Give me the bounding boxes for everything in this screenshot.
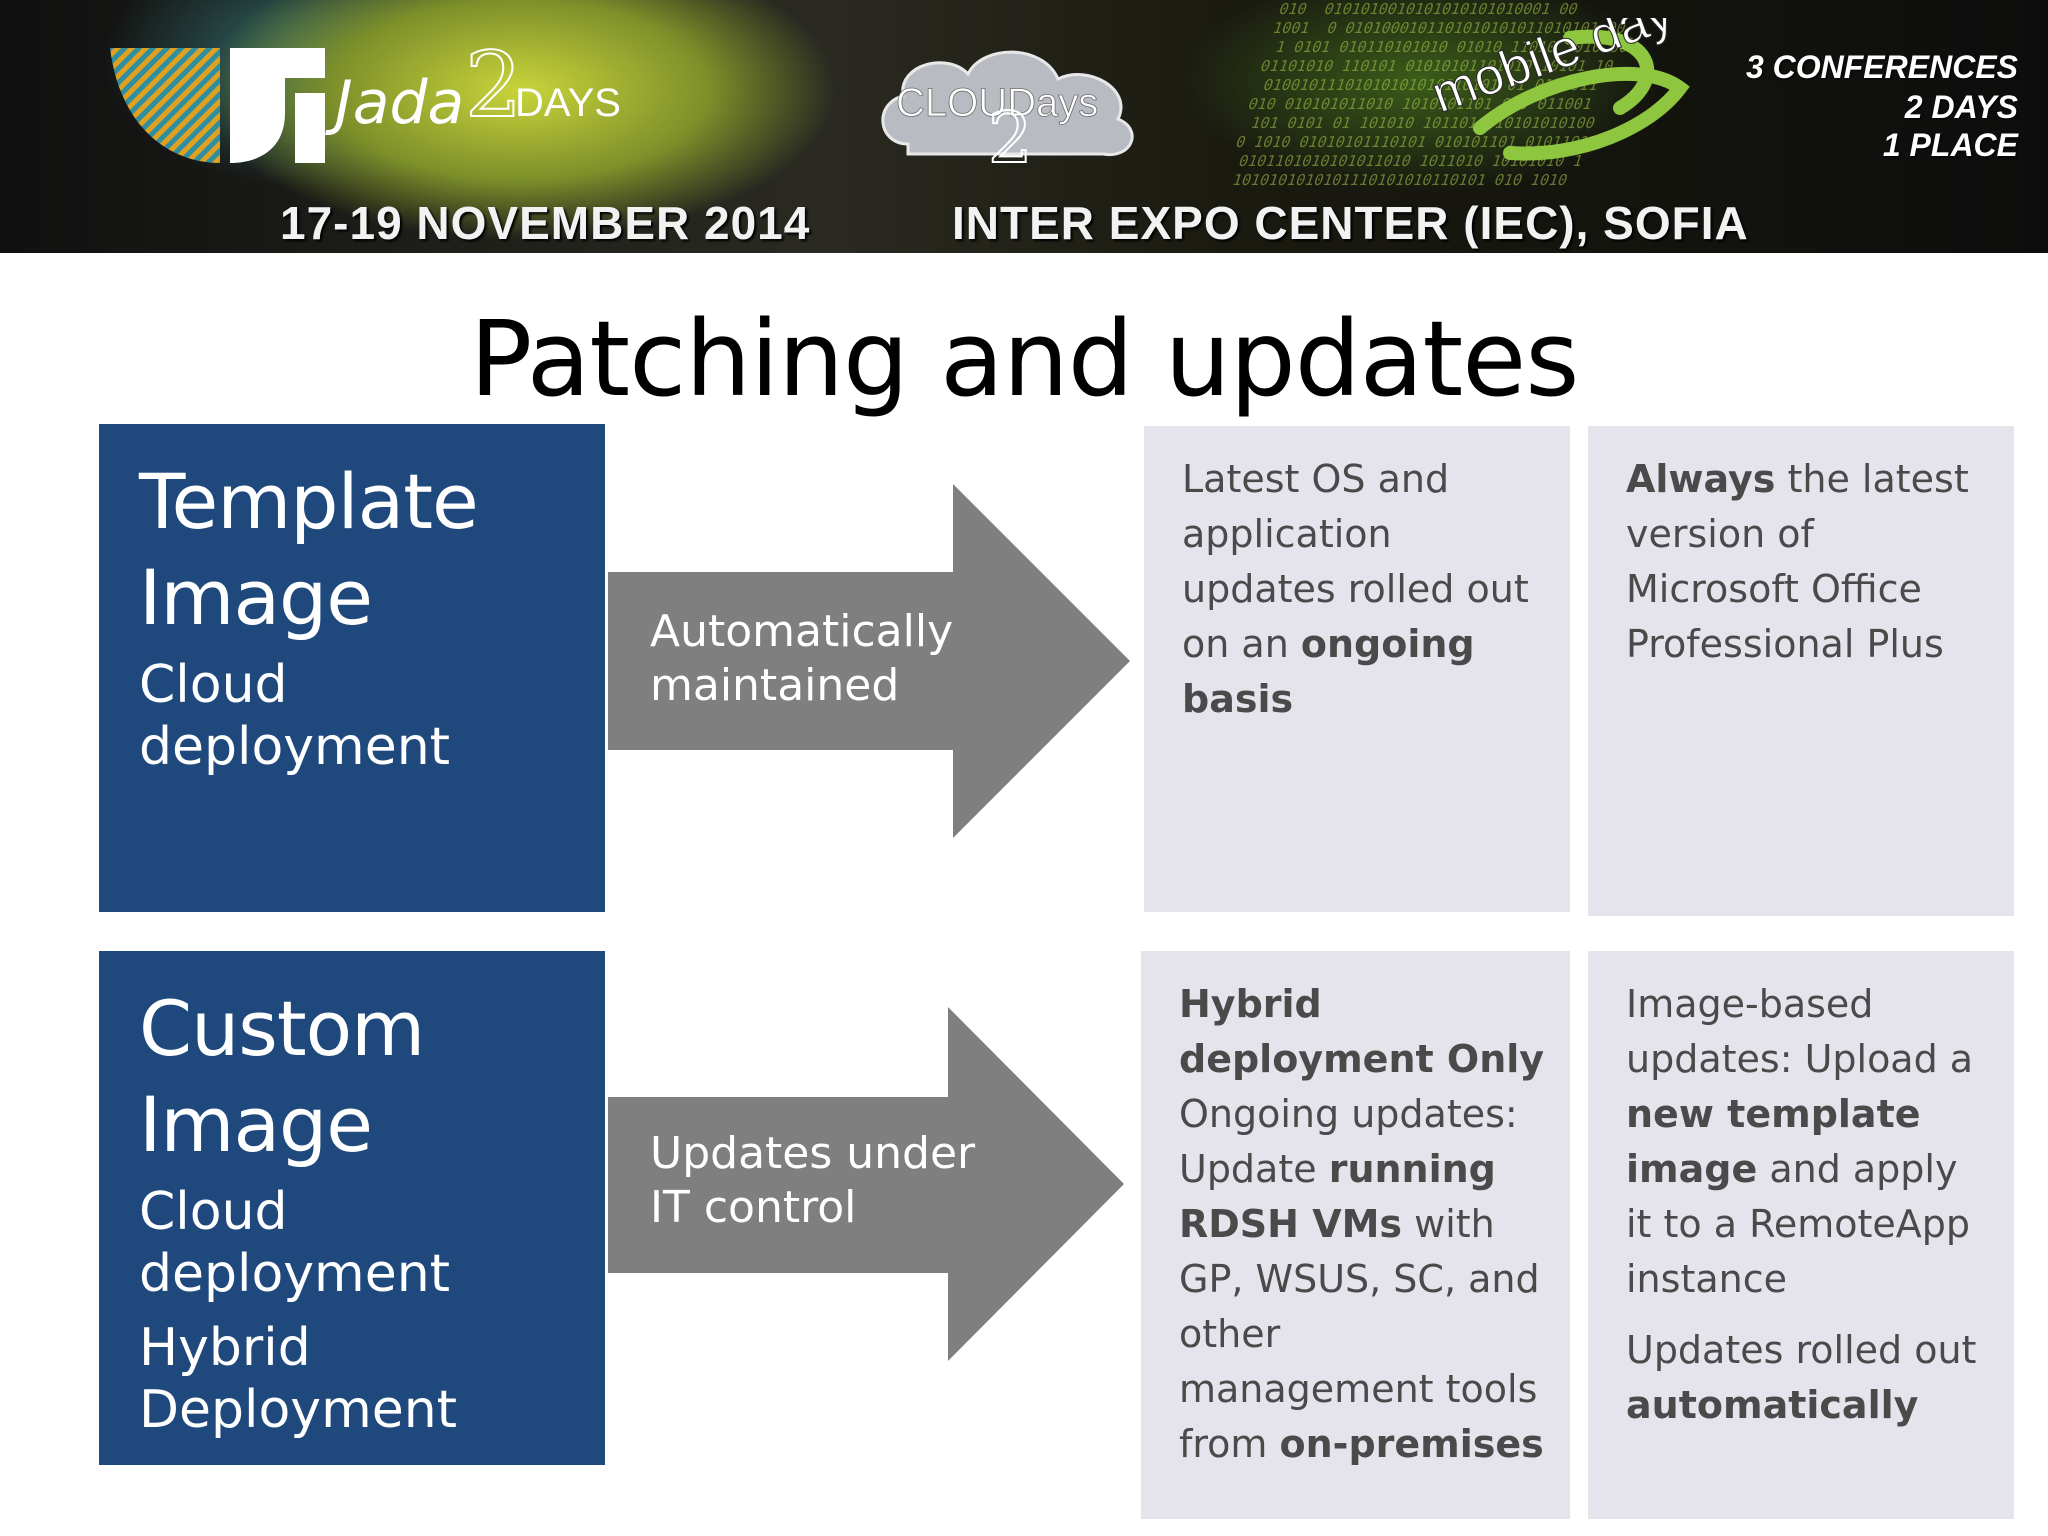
card-bold-segment: ongoing basis [1182,622,1475,721]
arrow-label-row2-line2: IT control [650,1182,857,1233]
java2days-logo: Jada 2 DAYS [110,38,621,163]
template-image-sub-cloud: Cloud deployment [139,655,451,777]
card-text-segment: with GP, WSUS, SC, and other management … [1179,1202,1540,1466]
template-image-title: Template Image [139,457,479,642]
os-updates-text: Latest OS and application updates rolled… [1182,452,1532,727]
card-bold-segment: Hybrid deployment Only [1179,982,1545,1081]
image-based-updates-text: Image-based updates: Upload a new templa… [1626,977,1990,1307]
logo-cloud-text: CLOUDays [896,81,1098,125]
banner-place: 1 PLACE [1882,127,2018,163]
card-bold-segment: running RDSH VMs [1179,1147,1496,1246]
card-text-segment: the latest version of Microsoft Office P… [1626,457,1969,666]
card-text-segment: Image-based updates: Upload a [1626,982,1974,1081]
banner-conferences: 3 CONFERENCES [1745,49,2018,85]
custom-image-sub-hybrid: Hybrid Deployment [139,1318,458,1440]
auto-rollout-text: Updates rolled out automatically [1626,1323,1990,1433]
hybrid-updates-card: Hybrid deployment Only Ongoing updates: … [1141,951,1570,1519]
svg-text:2: 2 [465,38,522,138]
arrow-label-row1-line2: maintained [650,660,900,711]
conference-banner: 010 0101010010101010101010001 00 1001 0 … [0,0,2048,253]
card-bold-segment: on-premises [1279,1422,1544,1466]
template-image-box: Template Image Cloud deployment [99,424,605,912]
banner-days: 2 DAYS [1904,89,2018,125]
custom-image-sub-cloud: Cloud deployment [139,1182,451,1304]
logo-days-text: DAYS [515,81,621,125]
arrow-label-row1-line1: Automatically [650,606,954,657]
image-based-updates-card: Image-based updates: Upload a new templa… [1588,951,2014,1519]
slide-title: Patching and updates [469,298,1580,420]
card-text-segment: Updates rolled out [1626,1328,1977,1372]
custom-image-title: Custom Image [139,984,425,1169]
banner-date: 17-19 NOVEMBER 2014 [280,197,811,249]
hybrid-updates-text: Hybrid deployment Only Ongoing updates: … [1179,977,1546,1472]
office-version-card: Always the latest version of Microsoft O… [1588,426,2014,916]
card-text-segment: Ongoing updates: Update [1179,1092,1518,1191]
os-updates-card: Latest OS and application updates rolled… [1144,426,1570,912]
card-bold-segment: Always [1626,457,1776,501]
cloud2days-logo: CLOUDays 2 [881,50,1134,174]
svg-text:Jada: Jada [325,68,464,138]
svg-text:2: 2 [988,97,1033,174]
card-text-segment: Latest OS and application updates rolled… [1182,457,1529,666]
banner-venue: INTER EXPO CENTER (IEC), SOFIA [952,197,1749,249]
arrow-updates-it-control [608,1007,1124,1361]
card-bold-segment: automatically [1626,1383,1919,1427]
mobile2day-logo: mobile day [1424,18,1690,161]
custom-image-box: Custom Image Cloud deployment Hybrid Dep… [99,951,605,1465]
card-bold-segment: new template image [1626,1092,1921,1191]
card-text-segment: and apply it to a RemoteApp instance [1626,1147,1970,1301]
arrow-label-row2-line1: Updates under [650,1128,976,1179]
office-version-text: Always the latest version of Microsoft O… [1626,452,1976,672]
arrow-automatically-maintained [608,484,1130,838]
